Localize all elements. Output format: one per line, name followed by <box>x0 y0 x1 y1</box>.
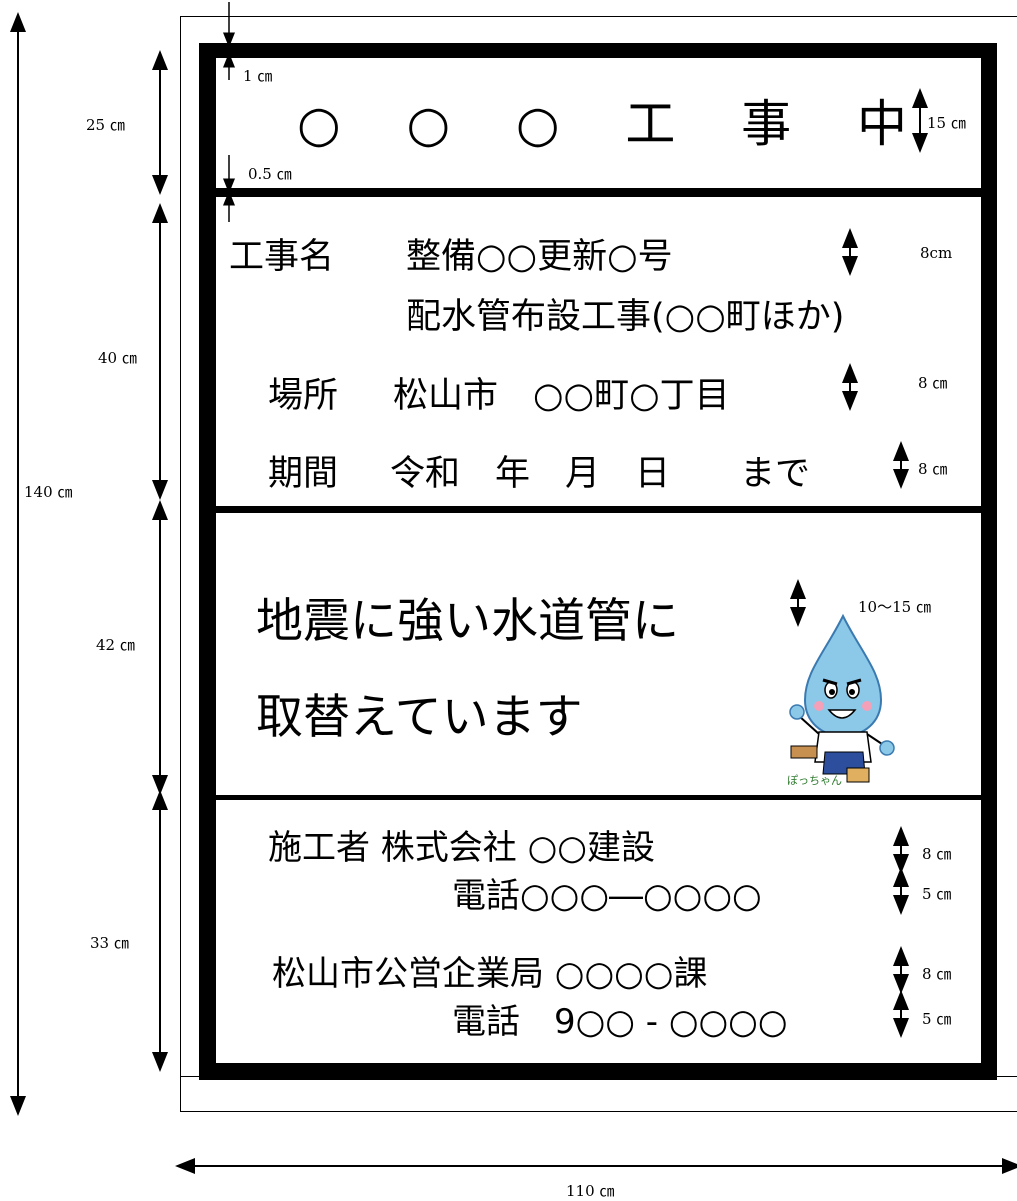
project-name-line2: 配水管布設工事(○○町ほか) <box>406 297 845 337</box>
contractor-line1-size: 8 ㎝ <box>922 845 952 863</box>
header-panel <box>216 58 981 188</box>
dim-section1: 25 ㎝ <box>86 116 125 134</box>
dim-total-height: 140 ㎝ <box>24 483 73 501</box>
contractor-line3-size: 8 ㎝ <box>922 965 952 983</box>
period-size: 8 ㎝ <box>918 460 948 478</box>
message-size: 10～15 ㎝ <box>858 598 931 616</box>
contractor-line2-size: 5 ㎝ <box>922 885 952 903</box>
contractor-line1: 施工者 株式会社 ○○建設 <box>268 828 655 868</box>
project-name-label: 工事名 <box>229 237 335 277</box>
contractor-line4-size: 5 ㎝ <box>922 1010 952 1028</box>
period-value: 令和 年 月 日 まで <box>390 454 811 494</box>
note-bottom-margin: 0.5 ㎝ <box>248 165 292 183</box>
divider-line <box>216 190 981 192</box>
place-label: 場所 <box>268 376 339 416</box>
dim-section3: 42 ㎝ <box>96 636 135 654</box>
header-title: ○ ○ ○ 工 事 中 <box>297 96 907 156</box>
contractor-line3: 松山市公営企業局 ○○○○課 <box>272 954 708 994</box>
message-line2: 取替えています <box>256 690 583 745</box>
contractor-line2: 電話○○○―○○○○ <box>452 876 762 916</box>
period-label: 期間 <box>268 454 339 494</box>
outer-frame <box>180 16 1017 1112</box>
project-name-size: 8cm <box>920 244 953 262</box>
header-char: 工 <box>625 95 676 153</box>
header-char: ○ <box>297 95 341 153</box>
mascot-illustration: ぽっちゃん <box>787 613 895 787</box>
dim-width: 110 ㎝ <box>566 1182 615 1200</box>
dim-section4: 33 ㎝ <box>90 934 129 952</box>
base-line <box>180 1076 1017 1077</box>
project-name-line1: 整備○○更新○号 <box>406 237 673 277</box>
header-char: 中 <box>856 95 907 153</box>
note-top-margin: 1 ㎝ <box>243 67 273 85</box>
note-char-height: 15 ㎝ <box>927 114 966 132</box>
contractor-line4: 電話 9○○ - ○○○○ <box>452 1002 788 1042</box>
header-char: ○ <box>515 95 560 153</box>
place-value: 松山市 ○○町○丁目 <box>393 376 730 416</box>
contractor-panel <box>216 800 981 1063</box>
dim-section2: 40 ㎝ <box>98 349 137 367</box>
header-char: ○ <box>406 95 451 153</box>
header-char: 事 <box>741 95 792 153</box>
message-line1: 地震に強い水道管に <box>256 594 679 649</box>
place-size: 8 ㎝ <box>918 374 948 392</box>
mascot-name: ぽっちゃん <box>787 774 842 787</box>
